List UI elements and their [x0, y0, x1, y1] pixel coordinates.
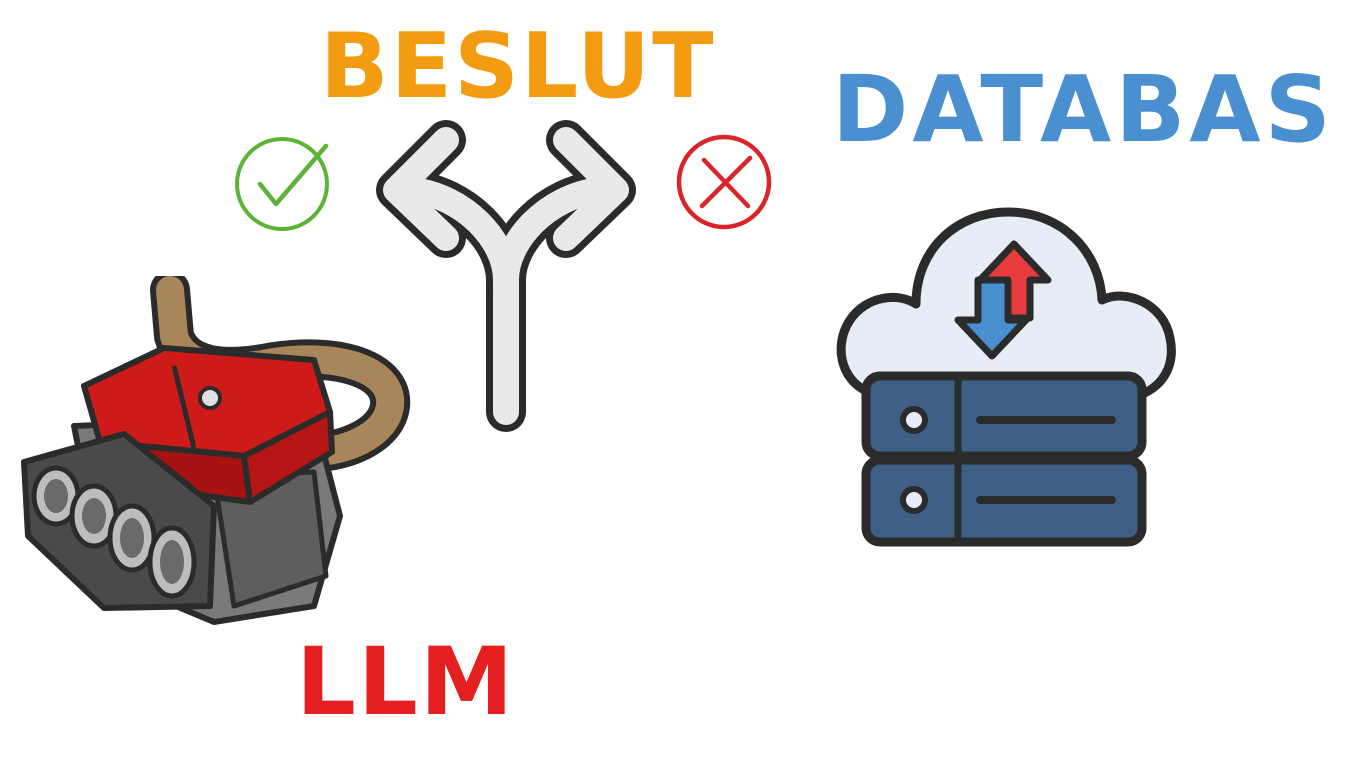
model-label: LLM [296, 628, 516, 737]
engine-icon [21, 276, 411, 625]
decision-label: BESLUT [320, 14, 716, 119]
cross-circle-icon [676, 134, 772, 230]
cloud-database-icon [836, 207, 1176, 547]
fork-arrow-icon [376, 120, 636, 432]
database-label: DATABAS [832, 56, 1335, 163]
check-circle-icon [235, 137, 329, 231]
